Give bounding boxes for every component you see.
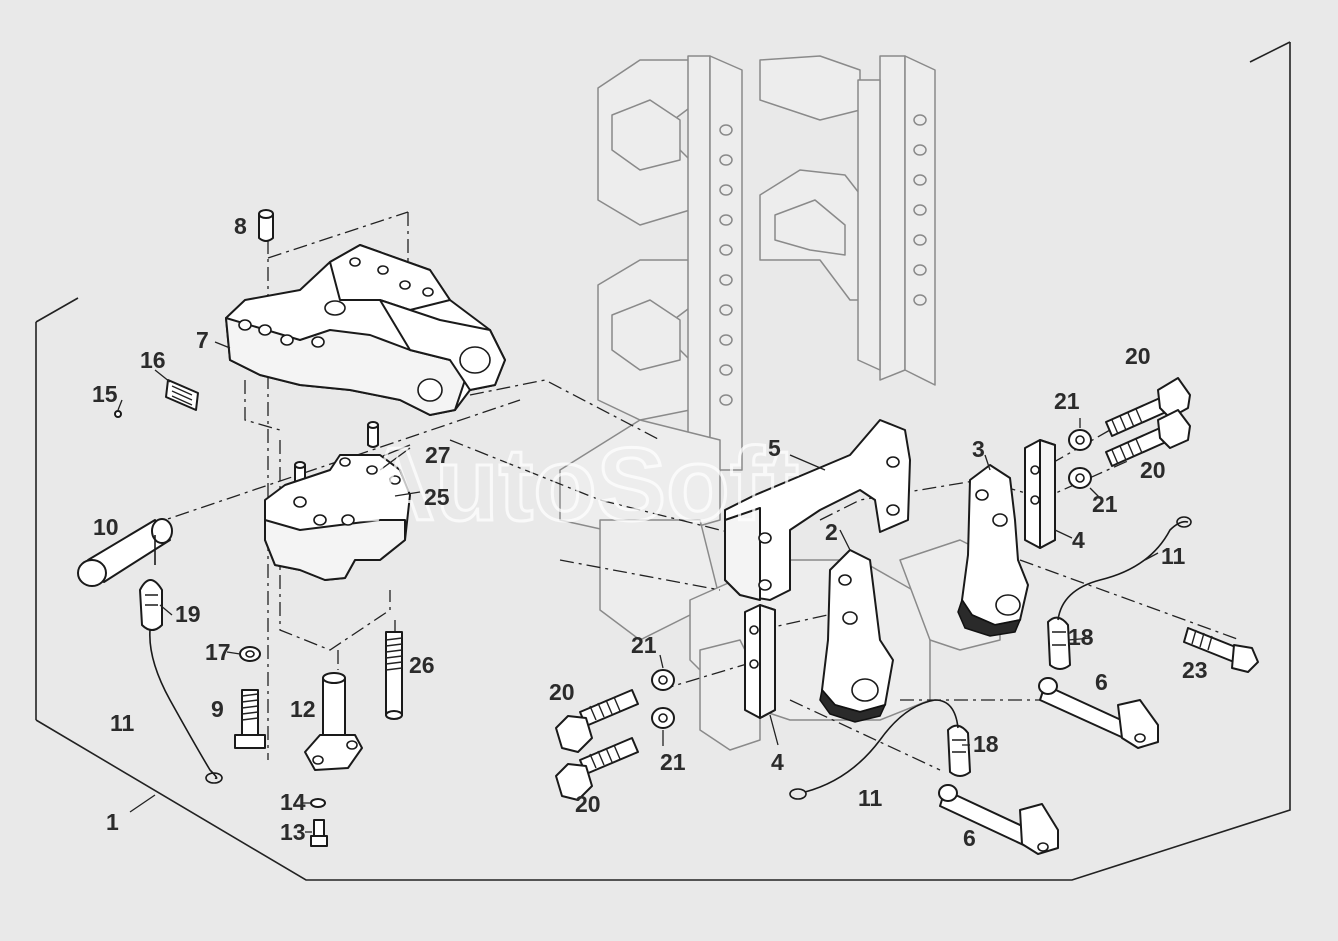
callout-9: 9: [211, 696, 224, 722]
callout-15: 15: [92, 381, 118, 407]
part-20-bolt-left-bottom: [555, 737, 639, 801]
leader-lines: [117, 341, 1159, 833]
part-20-bolt-right-bottom: [1105, 409, 1191, 467]
part-17-washer: [239, 646, 261, 662]
part-11-lanyard-right: [1057, 516, 1192, 621]
part-20-bolt-left-top: [555, 689, 639, 753]
part-12-pin: [304, 672, 363, 771]
part-3-link: [957, 464, 1029, 637]
callout-10: 10: [93, 514, 119, 540]
part-6-pin-right: [1038, 677, 1159, 749]
watermark: AutoSoft: [360, 427, 799, 543]
part-7-upper-bracket: [225, 244, 506, 416]
callout-21-left-top: 21: [631, 632, 657, 658]
callout-16: 16: [140, 347, 166, 373]
callout-21-right-top: 21: [1054, 388, 1080, 414]
part-21-washer-left-bottom: [651, 707, 675, 729]
callout-3: 3: [972, 436, 985, 462]
part-26-bolt: [385, 631, 403, 720]
callout-1: 1: [106, 809, 119, 835]
assembly-frame: [35, 41, 1291, 881]
part-2-link: [819, 549, 894, 723]
part-5-u-bracket: [724, 419, 911, 601]
callout-11-right: 11: [1161, 543, 1186, 569]
callout-14: 14: [280, 789, 306, 815]
callout-labels: 1 2 3 4 4 5 6 6 7 8 9 10 11 11 11 12 13 …: [92, 213, 1208, 851]
part-19-clip: [139, 535, 163, 631]
callout-21-left-bottom: 21: [660, 749, 686, 775]
callout-6-bottom: 6: [963, 825, 976, 851]
callout-12: 12: [290, 696, 316, 722]
part-8-pin: [258, 209, 274, 242]
part-16-plate: [165, 379, 199, 411]
callout-20-left-top: 20: [549, 679, 575, 705]
callout-13: 13: [280, 819, 306, 845]
callout-25: 25: [424, 484, 450, 510]
part-25-lower-bracket: [264, 454, 411, 581]
part-13-bolt: [310, 819, 328, 847]
callout-27: 27: [425, 442, 451, 468]
callout-26: 26: [409, 652, 435, 678]
callout-8: 8: [234, 213, 247, 239]
callout-18-right: 18: [1068, 624, 1094, 650]
part-10-pin: [77, 518, 173, 587]
part-4-spacer-left: [744, 604, 776, 719]
chassis-frame: [559, 55, 1001, 751]
part-14-washer: [310, 798, 326, 808]
part-18-clip-bottom: [947, 724, 971, 777]
part-6-pin-bottom: [938, 784, 1059, 855]
part-9-bolt: [234, 689, 266, 749]
part-20-bolt-right-top: [1105, 377, 1191, 437]
callout-6-right: 6: [1095, 669, 1108, 695]
part-23-bolt: [1183, 627, 1259, 673]
callout-17: 17: [205, 639, 231, 665]
callout-11-left: 11: [110, 710, 135, 736]
part-4-spacer-right: [1024, 439, 1056, 549]
callout-20-left-bottom: 20: [575, 791, 601, 817]
part-21-washer-right-top: [1068, 429, 1092, 451]
callout-23: 23: [1182, 657, 1208, 683]
callout-20-right-bottom: 20: [1140, 457, 1166, 483]
part-11-lanyard-bottom: [789, 699, 959, 800]
part-11-lanyard-left: [149, 629, 223, 784]
callout-2: 2: [825, 519, 838, 545]
part-21-washer-left-top: [651, 669, 675, 691]
part-21-washer-right-bottom: [1068, 467, 1092, 489]
part-18-clip-right: [1047, 616, 1071, 670]
callout-11-bottom: 11: [858, 785, 883, 811]
callout-19: 19: [175, 601, 201, 627]
rail-holes: [719, 114, 927, 406]
part-15-screw: [114, 410, 122, 418]
callout-21-right-bottom: 21: [1092, 491, 1118, 517]
callout-7: 7: [196, 327, 209, 353]
callout-20-right-top: 20: [1125, 343, 1151, 369]
callout-4-left: 4: [771, 749, 784, 775]
callout-18-bottom: 18: [973, 731, 999, 757]
callout-4-right: 4: [1072, 527, 1085, 553]
callout-5: 5: [768, 435, 781, 461]
